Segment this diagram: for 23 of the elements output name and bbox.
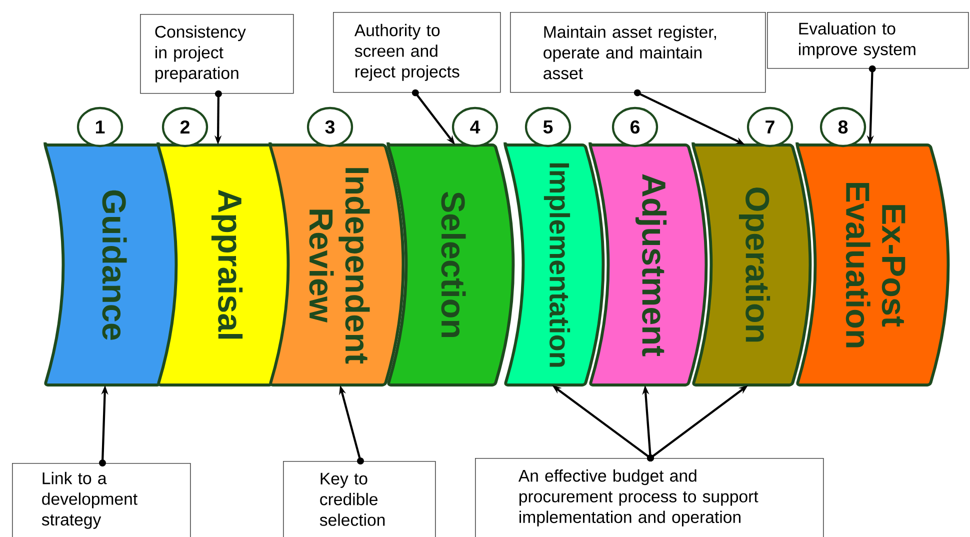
callout-box: An effective budget and procurement process to support implementation and operation <box>475 458 824 537</box>
stage-band: Appraisal <box>156 140 292 386</box>
stage-band: Implementation <box>504 140 605 386</box>
step-number: 8 <box>820 106 866 148</box>
callout-box: Key to credible selection <box>283 461 436 537</box>
step-number: 6 <box>612 106 658 148</box>
stage-band: Selection <box>386 140 515 386</box>
stage-band: Independent Review <box>268 140 405 386</box>
stage-band: Guidance <box>44 140 180 386</box>
step-number: 3 <box>306 106 354 148</box>
step-number: 5 <box>524 106 572 148</box>
callout-box: Link to a development strategy <box>12 463 191 537</box>
step-number: 7 <box>746 106 794 148</box>
callout-box: Consistency in project preparation <box>140 14 294 94</box>
step-number: 1 <box>76 106 124 148</box>
callout-box: Maintain asset register, operate and maintain asset <box>510 12 766 93</box>
step-number: 2 <box>162 106 208 148</box>
step-number: 4 <box>452 106 498 148</box>
stage-band: Adjustment <box>588 140 708 386</box>
stage-band: Operation <box>692 140 812 386</box>
callout-box: Evaluation to improve system <box>767 12 969 69</box>
stage-band: Ex-Post Evaluation <box>796 140 950 386</box>
callout-box: Authority to screen and reject projects <box>333 12 501 93</box>
